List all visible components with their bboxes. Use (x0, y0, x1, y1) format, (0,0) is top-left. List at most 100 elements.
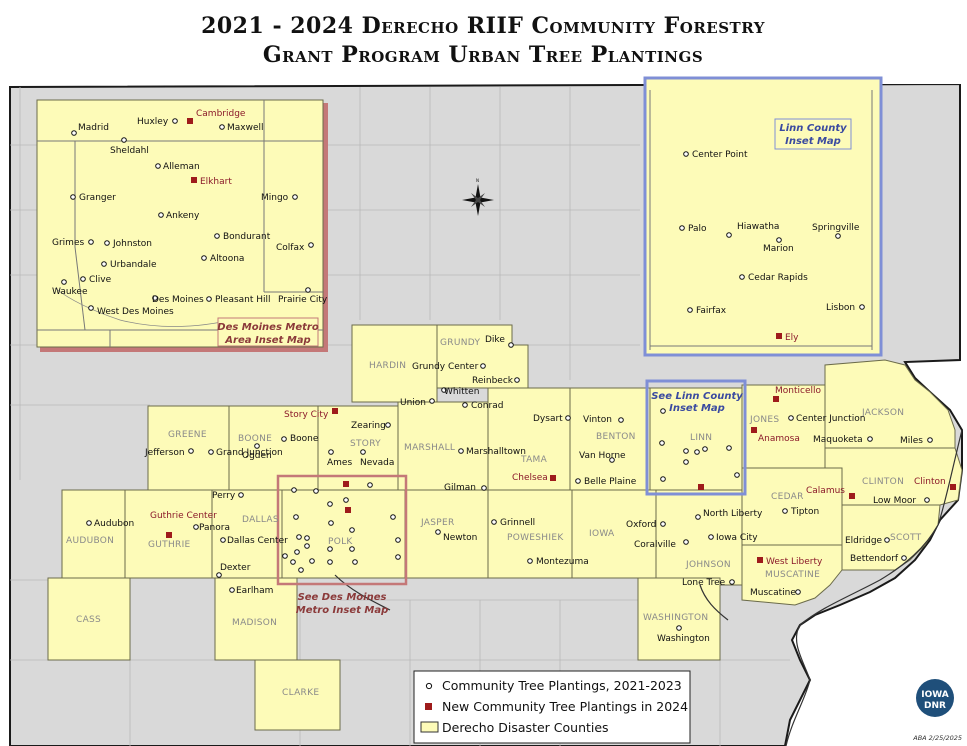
svg-text:Johnston: Johnston (112, 239, 152, 249)
city-zearing: Zearing (351, 421, 391, 431)
city-grand-junction: Grand Junction (208, 448, 283, 458)
dm-new-city-elkhart: Elkhart (191, 177, 232, 187)
county-label-marshall: MARSHALL (404, 443, 455, 453)
city-nevada: Nevada (360, 449, 394, 468)
county-cass[interactable] (47, 577, 131, 661)
svg-text:Ely: Ely (785, 333, 799, 343)
svg-text:Reinbeck: Reinbeck (472, 376, 514, 386)
county-grundy[interactable] (436, 324, 529, 389)
linn-city-springville: Springville (812, 223, 860, 239)
city-marshalltown: Marshalltown (458, 447, 526, 457)
dm-city-altoona: Altoona (201, 254, 244, 264)
svg-text:Waukee: Waukee (52, 287, 88, 297)
dm-city-pleasant-hill: Pleasant Hill (206, 295, 271, 305)
svg-text:Marshalltown: Marshalltown (466, 447, 526, 457)
county-label-clarke: CLARKE (282, 688, 319, 698)
linn-inset-label-1: Linn County (779, 123, 847, 134)
svg-text:Calamus: Calamus (806, 486, 845, 496)
dm-city-des-moines: Des Moines (152, 295, 204, 305)
title-line-1: 2021 - 2024 Derecho RIIF Community Fores… (201, 13, 765, 39)
city-center-junction: Center Junction (788, 414, 865, 424)
svg-text:Muscatine: Muscatine (750, 588, 796, 598)
svg-text:Madrid: Madrid (78, 123, 109, 133)
dm-city-madrid: Madrid (71, 123, 109, 136)
county-audubon[interactable] (61, 489, 126, 579)
county-label-poweshiek: POWESHIEK (507, 533, 564, 543)
county-label-grundy: GRUNDY (440, 338, 480, 348)
city-audubon: Audubon (86, 519, 134, 529)
svg-text:Washington: Washington (657, 634, 710, 644)
svg-text:Whitten: Whitten (444, 387, 479, 397)
svg-text:Cambridge: Cambridge (196, 109, 246, 119)
polk-new-dot (343, 481, 349, 487)
svg-text:Grundy Center: Grundy Center (412, 362, 479, 372)
svg-text:Huxley: Huxley (137, 117, 169, 127)
city-eldridge: Eldridge (845, 536, 890, 546)
svg-text:Tipton: Tipton (790, 507, 819, 517)
svg-text:Hiawatha: Hiawatha (737, 222, 779, 232)
svg-text:Boone: Boone (290, 434, 319, 444)
county-jones[interactable] (741, 384, 826, 469)
county-label-scott: SCOTT (890, 533, 922, 543)
county-polk[interactable] (281, 489, 406, 579)
svg-text:Clive: Clive (89, 275, 112, 285)
dm-city-alleman: Alleman (155, 162, 200, 172)
linn-city-cedar-rapids: Cedar Rapids (739, 273, 808, 283)
linn-city-marion: Marion (763, 237, 794, 254)
svg-text:Dysart: Dysart (533, 414, 563, 424)
legend-square-icon (425, 703, 432, 710)
county-muscatine[interactable] (741, 544, 843, 606)
county-label-iowa: IOWA (589, 529, 615, 539)
dm-city-urbandale: Urbandale (101, 260, 157, 270)
county-label-madison: MADISON (232, 618, 277, 628)
svg-text:Sheldahl: Sheldahl (110, 146, 149, 156)
new-city-clinton: Clinton (914, 477, 956, 490)
dm-city-huxley: Huxley (137, 117, 178, 127)
county-label-story: STORY (350, 439, 381, 449)
county-label-dallas: DALLAS (242, 515, 279, 525)
county-washington[interactable] (637, 577, 721, 661)
linn-county-inset-map: Linn County Inset Map Center Point Palo … (643, 76, 883, 357)
county-label-washington: WASHINGTON (643, 613, 708, 623)
county-label-clinton: CLINTON (862, 477, 904, 487)
svg-text:Belle Plaine: Belle Plaine (584, 477, 637, 487)
city-jefferson: Jefferson (144, 448, 194, 458)
svg-text:Elkhart: Elkhart (200, 177, 232, 187)
county-label-hardin: HARDIN (369, 361, 406, 371)
city-boone: Boone (281, 434, 319, 444)
county-label-jasper: JASPER (420, 518, 455, 528)
city-lone-tree: Lone Tree (682, 578, 735, 588)
dm-inset-label-1: Des Moines Metro (217, 322, 319, 333)
svg-text:Gilman: Gilman (444, 483, 476, 493)
svg-text:Anamosa: Anamosa (758, 434, 800, 444)
svg-text:Coralville: Coralville (634, 540, 676, 550)
linn-callout-line-2: Inset Map (669, 403, 725, 414)
county-clarke[interactable] (254, 659, 341, 731)
city-dysart: Dysart (533, 414, 571, 424)
county-label-jackson: JACKSON (861, 408, 904, 418)
svg-text:Center Point: Center Point (692, 150, 748, 160)
city-grundy-center: Grundy Center (412, 362, 486, 372)
dm-city-granger: Granger (70, 193, 116, 203)
svg-text:Ankeny: Ankeny (166, 211, 200, 221)
city-coralville: Coralville (634, 539, 689, 550)
svg-text:Lisbon: Lisbon (826, 303, 855, 313)
svg-text:Grinnell: Grinnell (500, 518, 535, 528)
city-tipton: Tipton (782, 507, 819, 517)
svg-text:North Liberty: North Liberty (703, 509, 763, 519)
svg-text:Dexter: Dexter (220, 563, 251, 573)
derecho-counties (47, 324, 963, 731)
linn-callout-box (645, 379, 747, 496)
linn-callout-line-1: See Linn County (651, 391, 743, 402)
svg-text:Colfax: Colfax (276, 243, 305, 253)
svg-text:Oxford: Oxford (626, 520, 656, 530)
svg-text:DNR: DNR (924, 701, 946, 711)
linn-new-city-ely: Ely (776, 333, 799, 343)
county-label-johnson: JOHNSON (685, 560, 731, 570)
linn-callout-dots (659, 408, 740, 482)
svg-text:Pleasant Hill: Pleasant Hill (215, 295, 271, 305)
legend-county-icon (420, 721, 439, 733)
svg-text:Guthrie Center: Guthrie Center (150, 511, 217, 521)
city-earlham: Earlham (229, 586, 273, 596)
